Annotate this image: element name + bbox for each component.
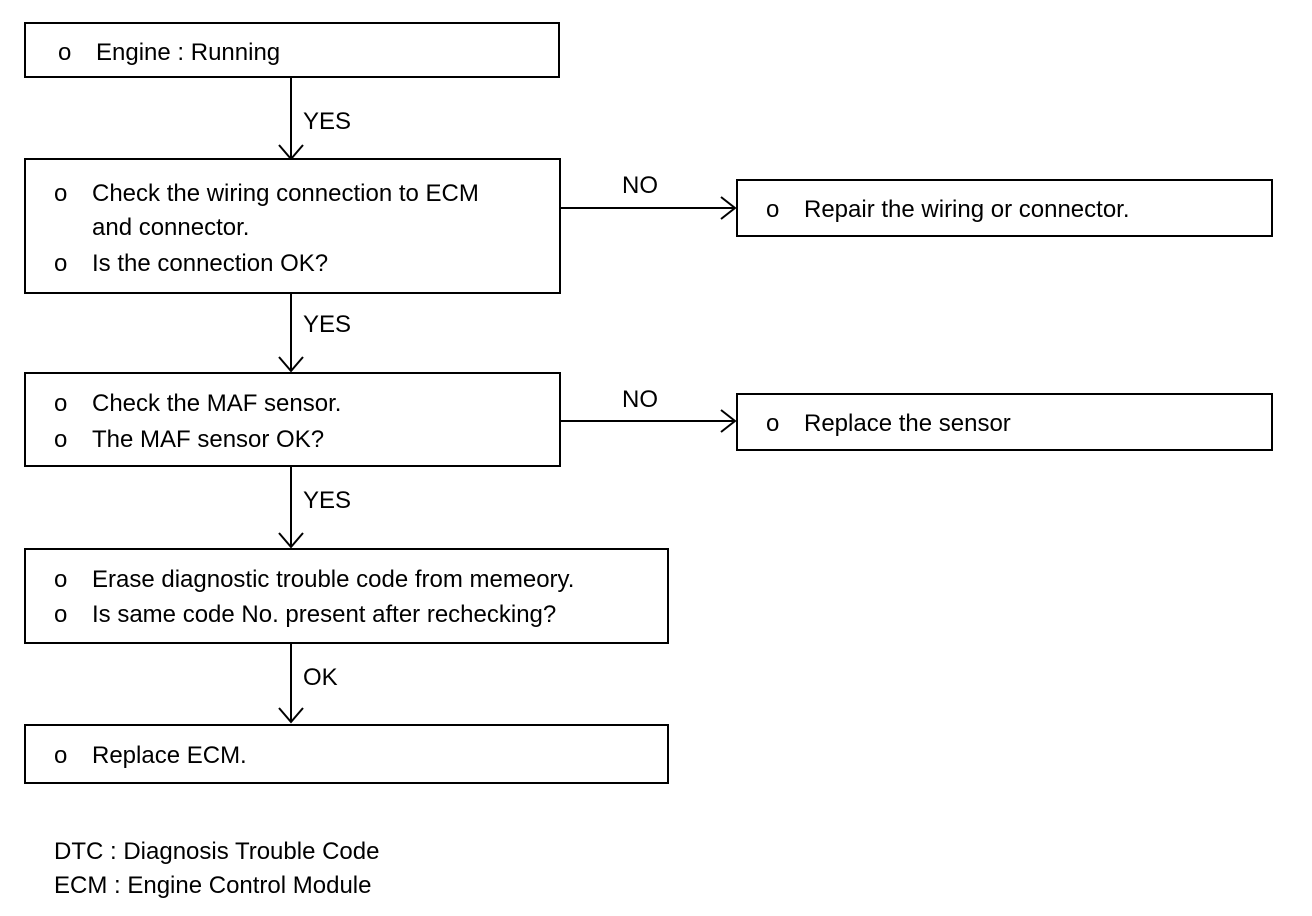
- arrowhead-wiring-to-repair: [720, 196, 737, 220]
- legend-dtc: DTC : Diagnosis Trouble Code: [54, 838, 380, 865]
- arrowhead-maf-to-replace-sensor: [720, 409, 737, 433]
- step-replace-ecm: o Replace ECM.: [24, 724, 669, 784]
- step-engine-running-text: Engine : Running: [96, 39, 281, 66]
- edge-label-erase-to-replace-ecm: OK: [303, 664, 338, 691]
- step-replace-ecm-text: Replace ECM.: [92, 742, 247, 769]
- step-engine-running: o Engine : Running: [24, 22, 560, 78]
- bullet-marker: o: [58, 39, 72, 66]
- bullet-marker: o: [766, 196, 780, 223]
- step-check-wiring-line-1: Check the wiring connection to ECM: [92, 180, 479, 207]
- arrowhead-maf-to-erase: [278, 532, 304, 549]
- bullet-marker: o: [54, 390, 68, 417]
- edge-label-maf-to-replace-sensor: NO: [622, 386, 658, 413]
- bullet-marker: o: [54, 742, 68, 769]
- bullet-marker: o: [766, 410, 780, 437]
- step-check-wiring-question: Is the connection OK?: [92, 250, 329, 277]
- bullet-marker: o: [54, 250, 68, 277]
- edge-label-maf-to-erase: YES: [303, 487, 352, 514]
- edge-label-wiring-to-repair: NO: [622, 172, 658, 199]
- bullet-marker: o: [54, 601, 68, 628]
- arrowhead-erase-to-replace-ecm: [278, 707, 304, 724]
- step-erase-dtc-line-1: Erase diagnostic trouble code from memeo…: [92, 566, 575, 593]
- step-replace-sensor: o Replace the sensor: [736, 393, 1273, 451]
- arrowhead-wiring-to-maf: [278, 356, 304, 373]
- bullet-marker: o: [54, 566, 68, 593]
- step-erase-dtc-question: Is same code No. present after recheckin…: [92, 601, 557, 628]
- bullet-marker: o: [54, 426, 68, 453]
- step-repair-wiring-text: Repair the wiring or connector.: [804, 196, 1130, 223]
- edge-label-engine-to-wiring: YES: [303, 108, 352, 135]
- step-check-wiring-line-2: and connector.: [92, 214, 250, 241]
- step-erase-dtc: o Erase diagnostic trouble code from mem…: [24, 548, 669, 644]
- step-check-maf-line-1: Check the MAF sensor.: [92, 390, 342, 417]
- step-repair-wiring: o Repair the wiring or connector.: [736, 179, 1273, 237]
- step-check-maf-question: The MAF sensor OK?: [92, 426, 325, 453]
- bullet-marker: o: [54, 180, 68, 207]
- step-check-maf: o Check the MAF sensor. o The MAF sensor…: [24, 372, 561, 467]
- edge-label-wiring-to-maf: YES: [303, 311, 352, 338]
- step-check-wiring: o Check the wiring connection to ECM and…: [24, 158, 561, 294]
- step-replace-sensor-text: Replace the sensor: [804, 410, 1011, 437]
- legend-ecm: ECM : Engine Control Module: [54, 872, 372, 899]
